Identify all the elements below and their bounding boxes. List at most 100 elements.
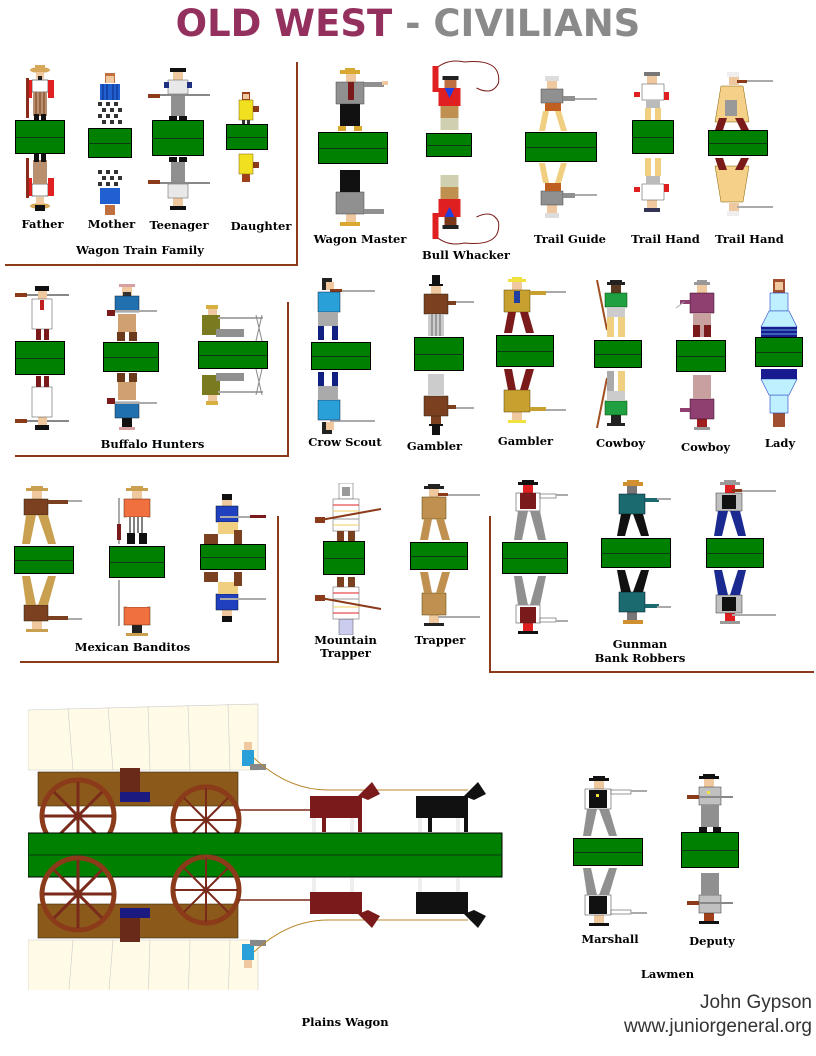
group-label-buffalo-hunters: Buffalo Hunters xyxy=(100,437,205,451)
label-gambler-2: Gambler xyxy=(497,434,554,448)
group-label-mexican-banditos: Mexican Banditos xyxy=(74,640,191,654)
figure-buffalo-hunter-2 xyxy=(103,284,159,430)
marshall-sprite-icon xyxy=(583,776,647,836)
figure-bull-whacker xyxy=(426,58,511,248)
figure-marshall xyxy=(573,776,647,926)
buffalo-hunter-sprite-icon xyxy=(107,284,157,341)
figure-cowboy-2 xyxy=(676,280,726,430)
crow-scout-sprite-icon xyxy=(317,278,375,340)
divider-horizontal xyxy=(15,455,289,457)
figure-gunman-3 xyxy=(706,480,776,630)
label-daughter: Daughter xyxy=(230,219,292,233)
figure-base xyxy=(311,342,371,370)
trail-guide-sprite-icon xyxy=(539,76,597,131)
group-label-wagon-train-family: Wagon Train Family xyxy=(76,243,204,257)
figure-base xyxy=(502,542,568,574)
figure-gunman-2 xyxy=(601,480,671,630)
cowboy-sprite-icon xyxy=(596,280,628,337)
bandito-kneeling-sprite-reflected-icon xyxy=(204,572,266,622)
figure-base xyxy=(525,132,597,162)
teenager-sprite-reflected-icon xyxy=(148,157,210,210)
label-wagon-master: Wagon Master xyxy=(313,232,407,246)
figure-gambler-1 xyxy=(414,275,474,435)
divider-vertical xyxy=(489,516,491,673)
figure-base xyxy=(103,342,159,372)
bandito-kneeling-sprite-icon xyxy=(204,494,266,544)
figure-base xyxy=(200,544,266,570)
teenager-sprite-icon xyxy=(148,68,210,121)
divider-horizontal xyxy=(5,264,298,266)
trail-hand-rifle-sprite-icon xyxy=(714,72,773,130)
label-marshall: Marshall xyxy=(581,932,639,946)
gambler-pointing-sprite-reflected-icon xyxy=(503,369,566,423)
figure-daughter xyxy=(226,92,268,192)
divider-vertical xyxy=(277,516,279,662)
label-father: Father xyxy=(21,217,64,231)
figure-base xyxy=(676,340,726,372)
mountain-trapper-sprite-reflected-icon xyxy=(314,577,382,635)
figure-lady xyxy=(755,279,803,429)
figure-base xyxy=(681,832,739,868)
crow-scout-sprite-reflected-icon xyxy=(317,372,375,434)
label-deputy: Deputy xyxy=(689,934,735,948)
figure-buffalo-hunter-1 xyxy=(15,286,69,430)
figure-father xyxy=(15,62,65,212)
buffalo-hunter-sprite-icon xyxy=(15,286,69,340)
cowboy-sprite-reflected-icon xyxy=(596,371,628,428)
mountain-trapper-sprite-icon xyxy=(314,483,382,541)
figure-buffalo-hunter-3 xyxy=(198,305,268,405)
figure-base xyxy=(708,130,768,156)
figure-base xyxy=(198,341,268,369)
horse-brown xyxy=(310,782,380,832)
figure-base xyxy=(426,133,472,157)
label-cowboy-1: Cowboy xyxy=(595,436,646,450)
figure-base xyxy=(152,120,204,156)
bull-whacker-sprite-reflected-icon xyxy=(432,175,499,245)
label-trail-hand-2: Trail Hand xyxy=(715,232,784,246)
figure-mountain-trapper xyxy=(313,483,383,635)
trail-hand-sprite-reflected-icon xyxy=(634,158,669,212)
label-bull-whacker: Bull Whacker xyxy=(422,248,510,262)
figure-trail-guide xyxy=(525,76,597,221)
lady-sprite-reflected-icon xyxy=(760,369,798,427)
label-gambler-1: Gambler xyxy=(406,439,463,453)
figure-deputy xyxy=(681,774,739,924)
divider-horizontal xyxy=(489,671,814,673)
figure-base xyxy=(573,838,643,866)
gambler-pointing-sprite-icon xyxy=(503,277,566,333)
figure-base xyxy=(226,124,268,150)
bandito-sprite-reflected-icon xyxy=(118,580,151,636)
figure-gambler-2 xyxy=(496,277,566,423)
gunman-rifle-sprite-icon xyxy=(714,480,776,536)
gunman-sprite-icon xyxy=(617,480,671,536)
buffalo-hunter-kneeling-sprite-reflected-icon xyxy=(202,369,263,405)
title-part2: CIVILIANS xyxy=(433,2,641,45)
page-title: OLD WEST - CIVILIANS xyxy=(0,2,816,46)
figure-gunman-1 xyxy=(502,480,568,635)
group-label-gunman: Gunman xyxy=(612,637,668,651)
figure-base xyxy=(410,542,468,570)
trapper-sprite-icon xyxy=(420,484,480,540)
title-part1: OLD WEST xyxy=(175,2,393,45)
label-lady: Lady xyxy=(764,436,796,450)
label-mountain-trapper-line1: Mountain xyxy=(314,633,377,647)
mother-sprite-reflected-icon xyxy=(98,160,122,215)
deputy-sprite-icon xyxy=(687,774,733,832)
gunman-sprite-reflected-icon xyxy=(617,570,671,624)
figure-plains-wagon xyxy=(28,700,504,990)
figure-base xyxy=(323,541,365,575)
gambler-sprite-reflected-icon xyxy=(423,374,474,435)
figure-base xyxy=(496,335,554,367)
marshall-sprite-reflected-icon xyxy=(583,868,647,926)
figure-cowboy-1 xyxy=(594,280,642,428)
figure-mexican-bandito-1 xyxy=(14,486,82,632)
figure-trail-hand-2 xyxy=(708,72,773,222)
figure-mother xyxy=(88,70,132,215)
credit-website[interactable]: www.juniorgeneral.org xyxy=(624,1016,812,1037)
group-label-bank-robbers: Bank Robbers xyxy=(594,651,686,665)
figure-base xyxy=(414,337,464,371)
label-trail-guide: Trail Guide xyxy=(534,232,606,246)
buffalo-hunter-sprite-reflected-icon xyxy=(15,376,69,430)
label-cowboy-2: Cowboy xyxy=(680,440,731,454)
mother-sprite-icon xyxy=(98,73,122,128)
